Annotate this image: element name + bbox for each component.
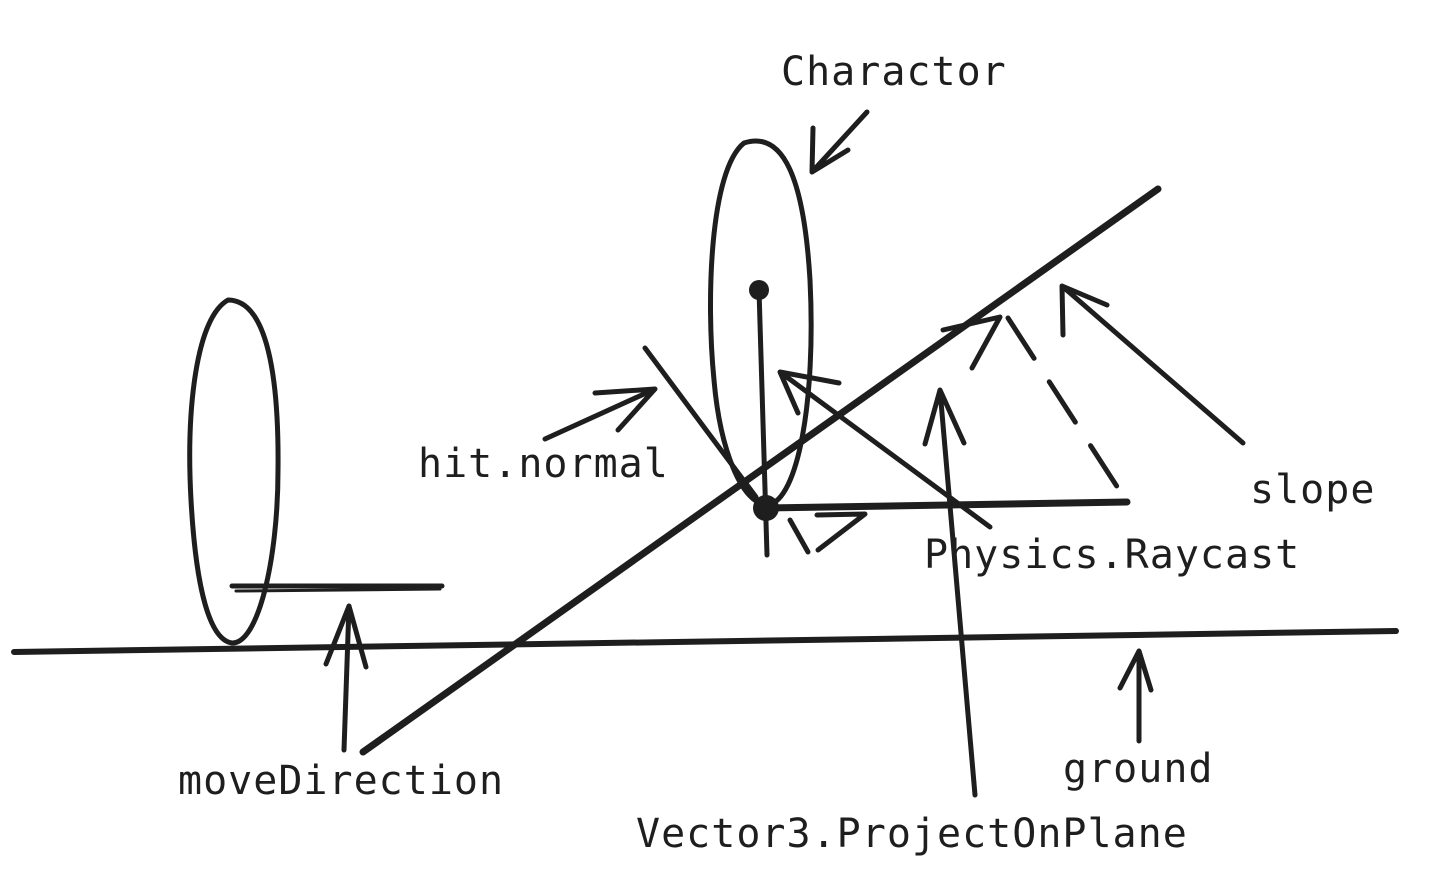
hit-normal-label: hit.normal <box>418 441 669 487</box>
slope-pointer-arrow <box>1059 283 1246 446</box>
project-on-plane-label: Vector3.ProjectOnPlane <box>636 811 1188 857</box>
horizontal-reference-line <box>762 498 1131 512</box>
slope-label: slope <box>1250 467 1376 513</box>
ground-line <box>11 628 1399 655</box>
slope-direction-arrowhead <box>940 314 1003 371</box>
project-on-plane-pointer-arrow <box>922 387 978 798</box>
hit-normal-pointer-arrow <box>542 386 658 442</box>
ground-label: ground <box>1063 746 1214 792</box>
left-move-direction-line-second-stroke <box>234 587 442 593</box>
ground-pointer-arrow <box>1117 648 1154 744</box>
move-direction-label: moveDirection <box>178 758 505 804</box>
charactor-pointer-arrow <box>809 109 870 175</box>
move-direction-pointer-arrow <box>323 603 369 753</box>
hit-normal-vector <box>642 345 759 500</box>
left-character-capsule <box>187 297 281 646</box>
dashed-slope-line <box>1005 315 1130 505</box>
charactor-label: Charactor <box>781 49 1007 95</box>
slope-line <box>359 185 1162 756</box>
physics-raycast-label: Physics.Raycast <box>924 532 1301 578</box>
project-on-plane-result-arrow <box>787 511 868 555</box>
raycast-vector <box>777 369 993 530</box>
